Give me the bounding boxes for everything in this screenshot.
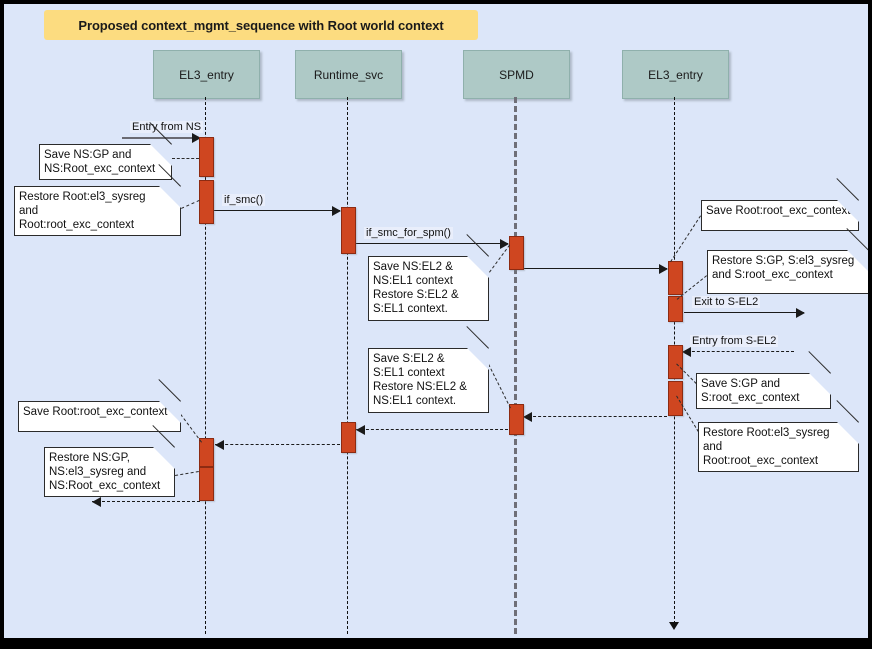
message-arrowhead-icon [659,264,668,274]
note-text: Save Root:root_exc_context [706,205,851,217]
lifeline-end-arrow-icon [669,622,679,630]
note-text: Restore Root:el3_sysreg and Root:root_ex… [703,427,830,467]
activation-bar-spmd[interactable] [509,404,524,435]
note-box[interactable]: Restore Root:el3_sysreg and Root:root_ex… [698,400,859,472]
message-label: Entry from NS [130,121,204,133]
note-connector-line [181,200,200,209]
note-text: Restore S:GP, S:el3_sysreg and S:root_ex… [712,255,855,281]
note-text: Save S:GP and S:root_exc_context [701,378,800,404]
participant-el3_entry_left[interactable]: EL3_entry [153,50,260,99]
note-box[interactable]: Save NS:GP and NS:Root_exc_context [39,122,172,180]
participant-label: EL3_entry [648,67,703,82]
note-fold-corner-icon [467,348,489,370]
note-fold-corner-icon [159,186,181,208]
note-fold-corner-icon [809,373,831,395]
message-label: Exit to S-EL2 [692,296,761,308]
activation-bar-runtime_svc[interactable] [341,422,356,453]
message-line-m2[interactable] [214,210,340,211]
participant-runtime_svc[interactable]: Runtime_svc [295,50,402,99]
message-arrowhead-icon [192,133,201,143]
note-connector-line [488,364,511,409]
participant-label: Runtime_svc [313,67,384,82]
activation-bar-el3_entry_right[interactable] [668,345,683,379]
note-box[interactable]: Save S:EL2 & S:EL1 context Restore NS:EL… [368,326,489,413]
message-arrowhead-icon [796,308,805,318]
note-box[interactable]: Restore Root:el3_sysreg and Root:root_ex… [14,164,181,236]
message-arrowhead-icon [332,206,341,216]
message-arrowhead-icon [215,440,224,450]
note-connector-line [489,245,510,273]
lifeline-spmd[interactable] [514,97,517,634]
note-fold-corner-icon [467,256,489,278]
note-fold-diagonal-icon [836,178,859,201]
lifeline-runtime_svc[interactable] [347,97,348,634]
note-box[interactable]: Save NS:EL2 & NS:EL1 context Restore S:E… [368,234,489,321]
message-arrowhead-icon [523,412,532,422]
participant-spmd[interactable]: SPMD [463,50,570,99]
note-text: Save NS:GP and NS:Root_exc_context [44,149,156,175]
activation-bar-el3_entry_left[interactable] [199,137,214,177]
note-text: Restore Root:el3_sysreg and Root:root_ex… [19,191,146,231]
note-fold-corner-icon [847,250,868,272]
activation-bar-el3_entry_right[interactable] [668,296,683,322]
message-line-m10[interactable] [92,501,200,502]
diagram-title-banner: Proposed context_mgmt_sequence with Root… [44,10,478,40]
note-box[interactable]: Save Root:root_exc_context [701,178,859,231]
activation-bar-runtime_svc[interactable] [341,207,356,254]
note-fold-diagonal-icon [836,400,859,423]
note-fold-diagonal-icon [846,228,868,251]
message-line-m7[interactable] [523,416,667,417]
note-box[interactable]: Restore S:GP, S:el3_sysreg and S:root_ex… [707,228,868,294]
sequence-diagram-surface[interactable]: Proposed context_mgmt_sequence with Root… [4,4,868,638]
note-box[interactable]: Save Root:root_exc_context [18,379,181,432]
message-line-m6[interactable] [682,351,794,352]
message-arrowhead-icon [356,425,365,435]
note-fold-diagonal-icon [158,379,181,402]
lifeline-el3_entry_left[interactable] [205,97,206,634]
note-box[interactable]: Restore NS:GP, NS:el3_sysreg and NS:Root… [44,425,175,497]
note-text: Save S:EL2 & S:EL1 context Restore NS:EL… [373,353,467,407]
message-label: Entry from S-EL2 [690,335,779,347]
note-connector-line [180,414,202,443]
note-text: Save Root:root_exc_context [23,406,168,418]
message-line-m1[interactable] [122,137,200,139]
activation-bar-el3_entry_right[interactable] [668,381,683,416]
participant-label: EL3_entry [179,67,234,82]
note-text: Restore NS:GP, NS:el3_sysreg and NS:Root… [49,452,161,492]
note-fold-corner-icon [150,144,172,166]
note-fold-corner-icon [837,422,859,444]
note-fold-corner-icon [837,200,859,222]
message-line-m8[interactable] [356,429,508,430]
message-line-m4[interactable] [523,268,667,269]
note-fold-diagonal-icon [466,326,489,349]
activation-bar-el3_entry_left[interactable] [199,180,214,224]
message-label: if_smc_for_spm() [364,227,453,239]
note-box[interactable]: Save S:GP and S:root_exc_context [696,351,831,409]
activation-bar-el3_entry_left[interactable] [199,438,214,467]
message-line-m3[interactable] [356,243,508,244]
note-fold-corner-icon [153,447,175,469]
message-arrowhead-icon [682,347,691,357]
message-line-m9[interactable] [215,444,340,445]
message-label: if_smc() [222,194,266,206]
note-connector-line [175,471,200,476]
note-fold-diagonal-icon [466,234,489,257]
activation-bar-el3_entry_left[interactable] [199,467,214,501]
note-fold-diagonal-icon [808,351,831,374]
activation-bar-el3_entry_right[interactable] [668,261,683,295]
message-arrowhead-icon [500,239,509,249]
participant-el3_entry_right[interactable]: EL3_entry [622,50,729,99]
note-fold-corner-icon [159,401,181,423]
note-connector-line [172,158,199,159]
note-text: Save NS:EL2 & NS:EL1 context Restore S:E… [373,261,459,315]
message-line-m5[interactable] [684,312,804,313]
activation-bar-spmd[interactable] [509,236,524,270]
message-arrowhead-icon [92,497,101,507]
participant-label: SPMD [499,67,534,82]
